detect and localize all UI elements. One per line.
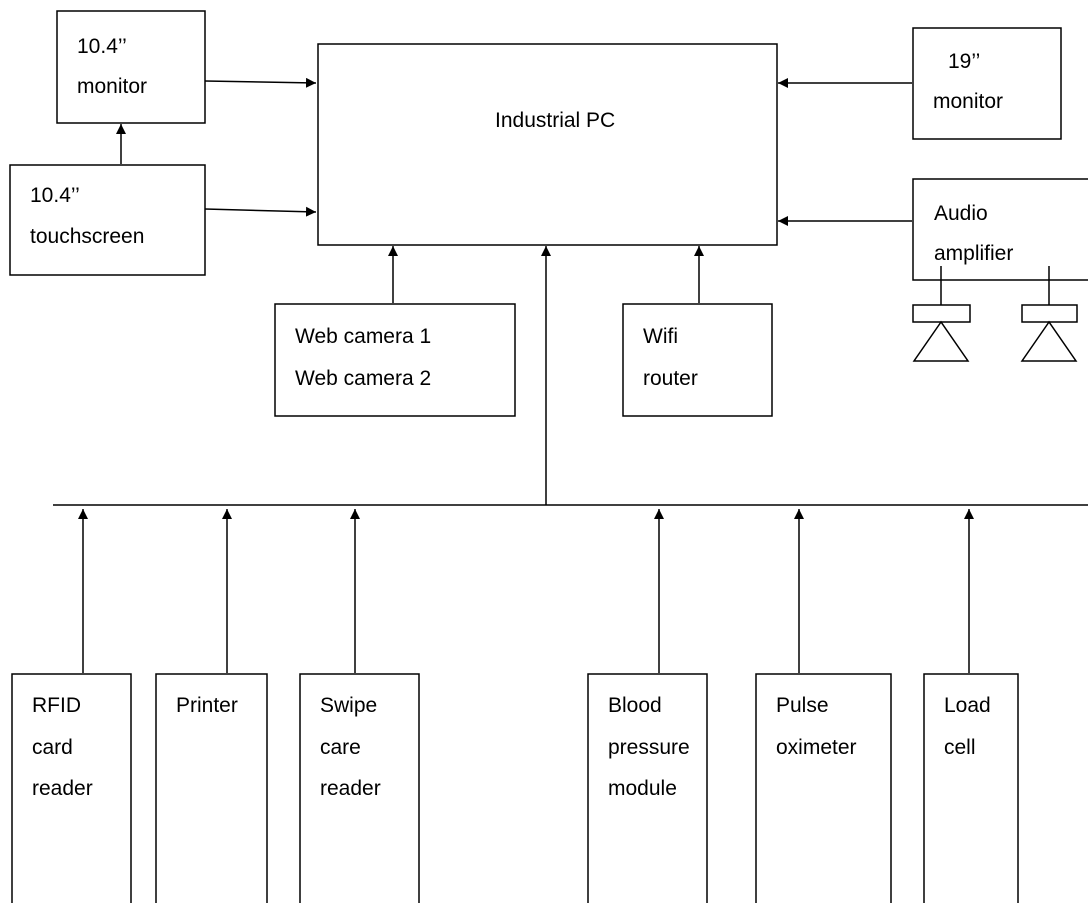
node-industrial-pc-label: Industrial PC xyxy=(495,109,615,132)
node-swipe-reader: Swipe care reader xyxy=(299,673,420,903)
node-industrial-pc: Industrial PC xyxy=(317,43,778,246)
speaker-icon-right xyxy=(1020,266,1078,362)
node-printer-label: Printer xyxy=(176,694,238,717)
node-blood-pressure: Blood pressure module xyxy=(587,673,708,903)
node-audio-amplifier-line-2: amplifier xyxy=(934,242,1013,265)
node-rfid-reader: RFID card reader xyxy=(11,673,132,903)
node-load-cell: Load cell xyxy=(923,673,1019,903)
node-monitor-19-line-2: monitor xyxy=(933,90,1003,113)
node-audio-amplifier: Audio amplifier xyxy=(912,178,1088,281)
node-touchscreen-10: 10.4’’ touchscreen xyxy=(9,164,206,276)
node-wifi-router-line-1: Wifi xyxy=(643,325,678,348)
node-rfid-reader-line-3: reader xyxy=(32,777,93,800)
node-monitor-10-line-2: monitor xyxy=(77,75,147,98)
node-monitor-10: 10.4’’ monitor xyxy=(56,10,206,124)
speaker-icon-left xyxy=(912,266,971,362)
node-web-cameras-line-1: Web camera 1 xyxy=(295,325,431,348)
node-swipe-reader-line-2: care xyxy=(320,736,361,759)
node-touchscreen-10-line-1: 10.4’’ xyxy=(30,184,80,207)
edge-monitor10-to-pc xyxy=(204,77,317,88)
node-blood-pressure-line-2: pressure xyxy=(608,736,690,759)
node-blood-pressure-line-1: Blood xyxy=(608,694,662,717)
node-rfid-reader-line-2: card xyxy=(32,736,73,759)
node-pulse-oximeter-line-1: Pulse xyxy=(776,694,829,717)
node-web-cameras: Web camera 1 Web camera 2 xyxy=(274,303,516,417)
node-swipe-reader-line-1: Swipe xyxy=(320,694,377,717)
node-audio-amplifier-line-1: Audio xyxy=(934,202,988,225)
node-load-cell-line-1: Load xyxy=(944,694,991,717)
node-pulse-oximeter-line-2: oximeter xyxy=(776,736,857,759)
node-printer: Printer xyxy=(155,673,268,903)
node-wifi-router: Wifi router xyxy=(622,303,773,417)
node-swipe-reader-line-3: reader xyxy=(320,777,381,800)
node-load-cell-line-2: cell xyxy=(944,736,976,759)
node-pulse-oximeter: Pulse oximeter xyxy=(755,673,892,903)
edge-touchscreen10-to-pc xyxy=(204,206,317,217)
node-blood-pressure-line-3: module xyxy=(608,777,677,800)
node-rfid-reader-line-1: RFID xyxy=(32,694,81,717)
node-monitor-10-line-1: 10.4’’ xyxy=(77,35,127,58)
node-web-cameras-line-2: Web camera 2 xyxy=(295,367,431,390)
node-monitor-19-line-1: 19’’ xyxy=(948,50,980,73)
node-wifi-router-line-2: router xyxy=(643,367,698,390)
node-monitor-19: 19’’ monitor xyxy=(912,27,1062,140)
node-touchscreen-10-line-2: touchscreen xyxy=(30,225,144,248)
